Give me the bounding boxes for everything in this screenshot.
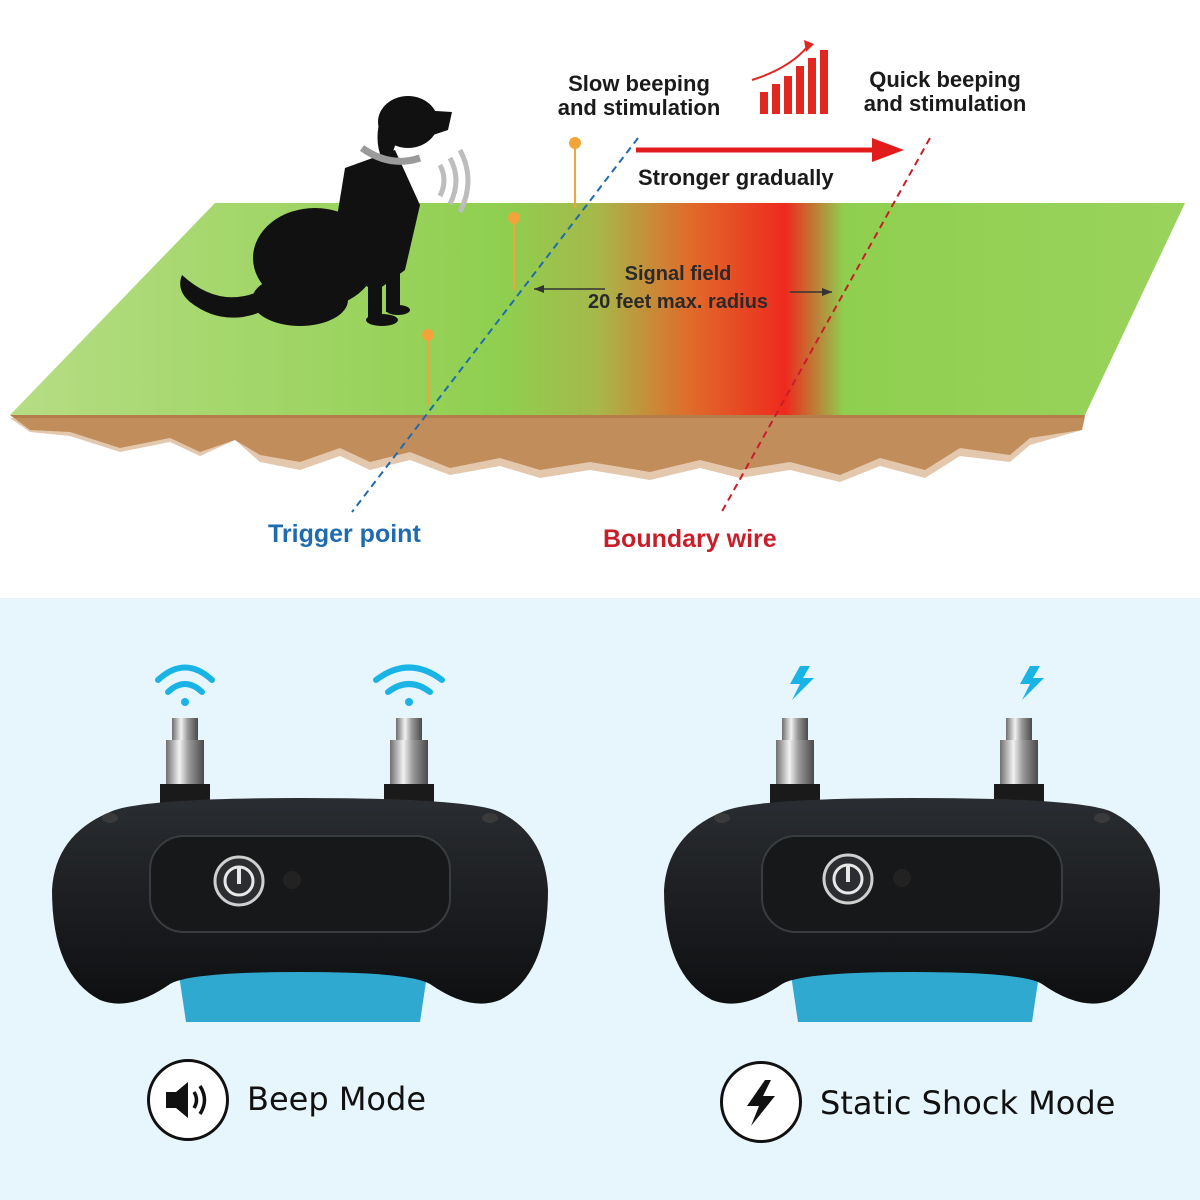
quick-beeping-label: Quick beeping and stimulation [840, 67, 1050, 117]
beep-mode-label: Beep Mode [247, 1080, 426, 1118]
quick-beeping-line1: Quick beeping [869, 67, 1021, 92]
signal-strength-bars-icon [751, 40, 828, 114]
fence-diagram-graphic [10, 40, 1185, 516]
stronger-gradually-label: Stronger gradually [638, 165, 834, 190]
quick-beeping-line2: and stimulation [863, 91, 1027, 117]
slow-beeping-line1: Slow beeping [568, 71, 710, 96]
signal-field-line2: 20 feet max. radius [587, 291, 769, 313]
soil-lower [10, 418, 1085, 482]
signal-field-line1: Signal field [624, 263, 732, 285]
beep-mode-badge [147, 1059, 229, 1141]
shock-mode-badge [720, 1061, 802, 1143]
collar-sound-waves-icon [437, 148, 471, 214]
dog-silhouette-icon [180, 96, 452, 326]
marker-flags [422, 137, 581, 405]
signal-field-arrows [534, 285, 832, 296]
stronger-arrow [636, 138, 904, 162]
speaker-icon [166, 1082, 207, 1118]
trigger-point-label: Trigger point [268, 520, 421, 548]
lightning-icon [747, 1080, 775, 1126]
trigger-point-line [351, 137, 639, 513]
slow-beeping-label: Slow beeping and stimulation [530, 71, 748, 121]
dog-collar [359, 145, 422, 165]
slow-beeping-line2: and stimulation [557, 95, 721, 121]
static-shock-mode-label: Static Shock Mode [820, 1084, 1116, 1122]
boundary-wire-label: Boundary wire [603, 525, 777, 553]
signal-field-label: Signal field 20 feet max. radius [560, 263, 796, 313]
